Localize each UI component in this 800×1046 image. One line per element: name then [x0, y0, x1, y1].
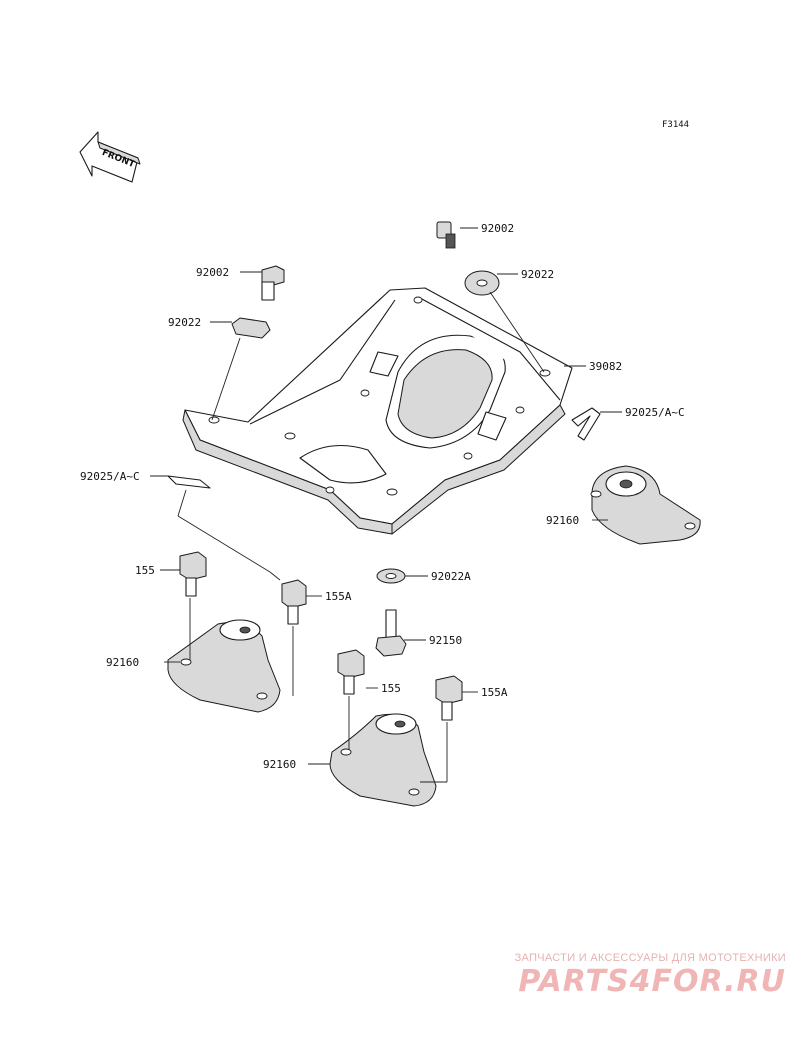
label-92022-left: 92022 [168, 316, 201, 329]
label-155A-right: 155A [481, 686, 508, 699]
figure-code: F3144 [662, 120, 690, 130]
bolt-155-center [337, 649, 365, 695]
bolt-92002-left [261, 265, 285, 301]
label-155A-left: 155A [325, 590, 352, 603]
label-92160-right: 92160 [546, 514, 579, 527]
label-39082: 39082 [589, 360, 622, 373]
label-92160-bottom: 92160 [263, 758, 296, 771]
label-92160-left: 92160 [106, 656, 139, 669]
bolt-155-left [179, 551, 207, 597]
washer-92022-right [464, 270, 500, 296]
washer-92022-left [231, 317, 271, 339]
label-155-left: 155 [135, 564, 155, 577]
engine-mount-92160-right [590, 465, 701, 545]
frame-plate-39082 [182, 287, 573, 535]
label-92022-right: 92022 [521, 268, 554, 281]
label-92025-right: 92025/A~C [625, 406, 685, 419]
clip-92025-right [571, 407, 601, 441]
clip-92025-left [167, 475, 211, 489]
front-arrow: FRONT [79, 131, 141, 183]
engine-mount-92160-left [167, 619, 281, 713]
label-92002-right: 92002 [481, 222, 514, 235]
bolt-92002-right [436, 221, 456, 249]
bolt-92150 [375, 609, 407, 657]
leader-lines [150, 227, 622, 783]
label-92150: 92150 [429, 634, 462, 647]
watermark-logo: PARTS4FOR.RU [518, 964, 786, 999]
label-92022A: 92022A [431, 570, 471, 583]
engine-mount-92160-bottom [329, 713, 437, 807]
watermark-tagline: ЗАПЧАСТИ И АКСЕССУАРЫ ДЛЯ МОТОТЕХНИКИ [514, 952, 786, 964]
bolt-155A-left [281, 579, 307, 625]
washer-92022A [376, 568, 406, 584]
bolt-155A-right [435, 675, 463, 721]
label-92025-left: 92025/A~C [80, 470, 140, 483]
label-92002-left: 92002 [196, 266, 229, 279]
label-155-center: 155 [381, 682, 401, 695]
